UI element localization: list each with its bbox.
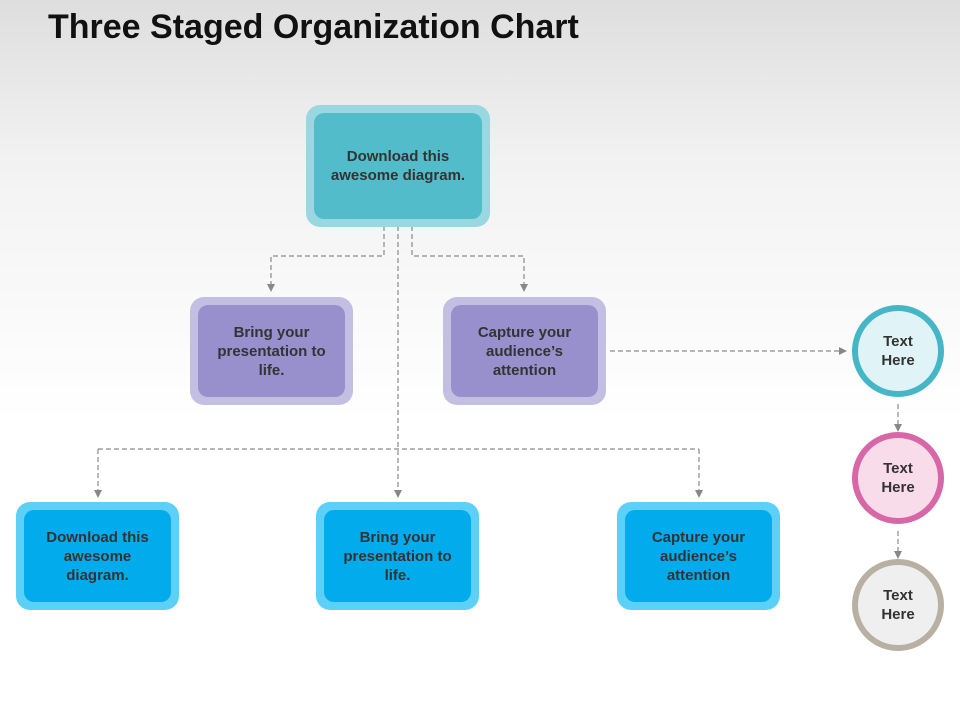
circle-node-3-label: Text Here (881, 587, 915, 623)
circle-node-3: Text Here (852, 559, 944, 651)
circle-node-2: Text Here (852, 432, 944, 524)
circle-node-1-label: Text Here (881, 333, 915, 369)
top-node-label: Download this awesome diagram. (314, 113, 482, 219)
level3-node-1: Download this awesome diagram. (16, 502, 179, 610)
level3-node-1-label: Download this awesome diagram. (24, 510, 171, 602)
level3-node-3: Capture your audience’s attention (617, 502, 780, 610)
level3-node-2-label: Bring your presentation to life. (324, 510, 471, 602)
top-node: Download this awesome diagram. (306, 105, 490, 227)
level2-node-1: Bring your presentation to life. (190, 297, 353, 405)
circle-node-2-label: Text Here (881, 460, 915, 496)
connector-top-to-right (411, 226, 528, 292)
level2-node-2-label: Capture your audience’s attention (451, 305, 598, 397)
circle-node-1: Text Here (852, 305, 944, 397)
connector-top-to-left (267, 226, 385, 292)
level3-node-3-label: Capture your audience’s attention (625, 510, 772, 602)
level2-node-1-label: Bring your presentation to life. (198, 305, 345, 397)
page-title: Three Staged Organization Chart (48, 8, 579, 46)
level3-node-2: Bring your presentation to life. (316, 502, 479, 610)
level2-node-2: Capture your audience’s attention (443, 297, 606, 405)
